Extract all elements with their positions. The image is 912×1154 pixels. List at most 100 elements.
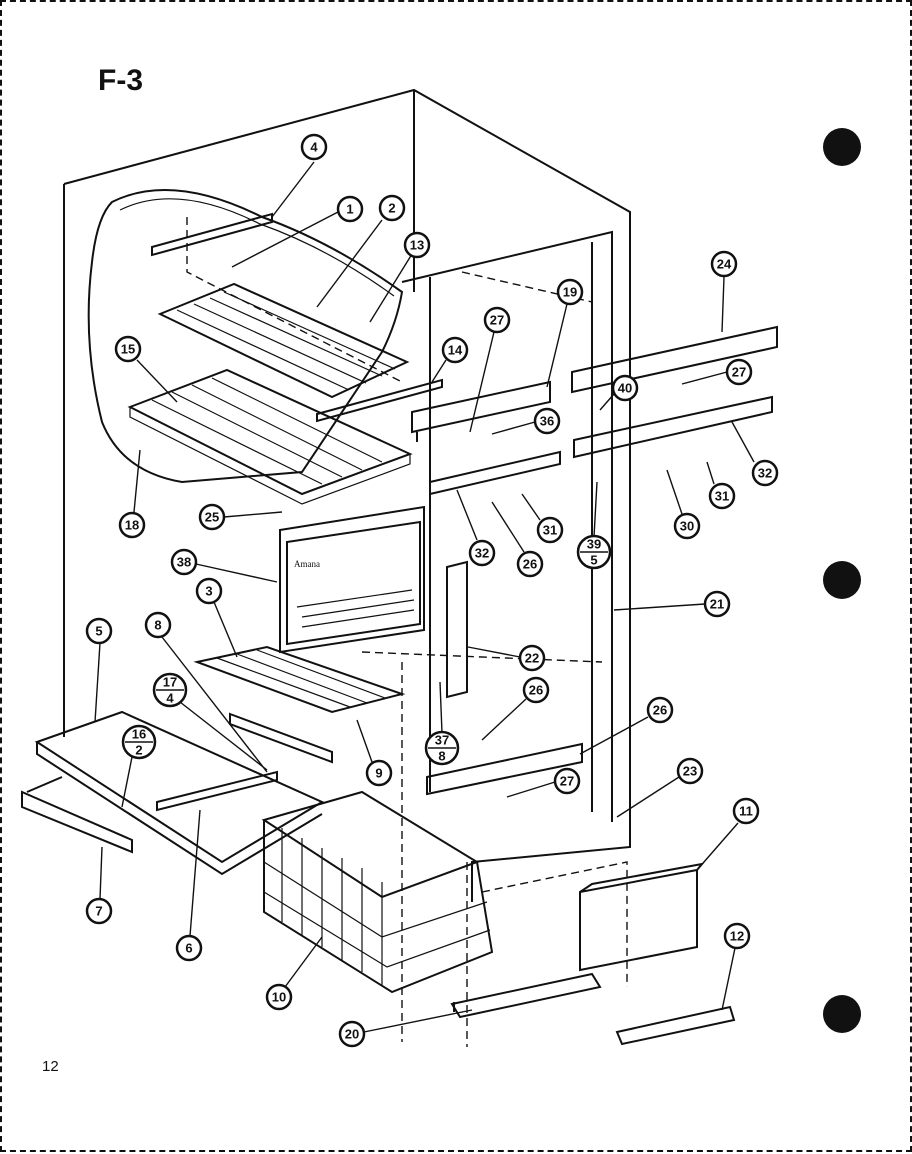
- svg-text:26: 26: [529, 683, 543, 698]
- upper-wire-shelf: [157, 282, 410, 399]
- callout-12: 12: [721, 922, 751, 1011]
- svg-text:24: 24: [717, 257, 732, 272]
- middle-shelf: [193, 645, 406, 764]
- callout-32-left: 32: [456, 489, 496, 567]
- callout-15: 15: [114, 335, 178, 403]
- callout-27-upper-right: 27: [681, 358, 753, 386]
- svg-text:37: 37: [435, 733, 449, 748]
- svg-text:6: 6: [185, 941, 192, 956]
- svg-text:21: 21: [710, 597, 724, 612]
- freezer-shelf: [127, 368, 413, 505]
- door-shelf-32-left: [429, 450, 561, 496]
- callout-27-lower: 27: [506, 767, 581, 798]
- svg-text:26: 26: [653, 703, 667, 718]
- callout-3: 3: [195, 577, 238, 658]
- bottom-pan: [34, 710, 325, 876]
- fraction-callout-16-2: 16 2: [121, 724, 157, 808]
- shelf-rail-left: [151, 212, 273, 257]
- callout-4: 4: [271, 133, 328, 218]
- svg-text:8: 8: [154, 618, 161, 633]
- callout-26-middle: 26: [481, 676, 550, 741]
- svg-text:5: 5: [95, 624, 102, 639]
- registration-dot-bottom: [823, 995, 861, 1033]
- svg-text:4: 4: [310, 140, 318, 155]
- svg-text:19: 19: [563, 285, 577, 300]
- svg-text:30: 30: [680, 519, 694, 534]
- fraction-callout-39-5: 39 5: [576, 481, 612, 570]
- callout-23: 23: [616, 757, 704, 818]
- callout-31-left: 31: [521, 493, 564, 544]
- rail-6: [156, 770, 278, 812]
- svg-text:15: 15: [121, 342, 135, 357]
- callout-1: 1: [231, 195, 364, 268]
- callout-8: 8: [144, 611, 268, 773]
- callout-38: 38: [170, 548, 278, 583]
- callout-7: 7: [85, 846, 113, 925]
- svg-text:27: 27: [490, 313, 504, 328]
- svg-text:16: 16: [132, 727, 146, 742]
- chute-22: [446, 560, 468, 699]
- callout-26-upper: 26: [491, 501, 544, 578]
- callout-27-upper-left: 27: [469, 306, 511, 433]
- callout-2: 2: [316, 194, 406, 308]
- registration-dot-top: [823, 128, 861, 166]
- svg-text:14: 14: [448, 343, 463, 358]
- callout-25: 25: [198, 503, 283, 531]
- callout-36: 36: [491, 407, 561, 435]
- kick-plate: [21, 776, 133, 854]
- svg-text:25: 25: [205, 510, 219, 525]
- svg-text:22: 22: [525, 651, 539, 666]
- door-gasket: [87, 189, 404, 484]
- svg-text:3: 3: [205, 584, 212, 599]
- callout-20: 20: [338, 1009, 473, 1048]
- fraction-callout-37-8: 37 8: [424, 681, 460, 766]
- callout-24: 24: [710, 250, 738, 333]
- svg-text:36: 36: [540, 414, 554, 429]
- door-shelf-26: [426, 742, 583, 796]
- door-shelf-19: [411, 380, 551, 442]
- svg-text:11: 11: [739, 804, 753, 819]
- registration-dot-middle: [823, 561, 861, 599]
- panel-brand-text: Amana: [294, 559, 320, 569]
- svg-text:32: 32: [758, 466, 772, 481]
- svg-text:18: 18: [125, 518, 139, 533]
- svg-text:12: 12: [730, 929, 744, 944]
- callout-6: 6: [175, 809, 203, 962]
- callout-19: 19: [546, 278, 584, 388]
- shelf-rail-14: [316, 378, 443, 423]
- callout-31-right: 31: [706, 461, 736, 510]
- callout-18: 18: [118, 449, 146, 539]
- svg-text:1: 1: [346, 202, 353, 217]
- callout-32-right: 32: [731, 421, 779, 487]
- svg-text:9: 9: [375, 766, 382, 781]
- callout-26-lower: 26: [579, 696, 674, 755]
- svg-text:38: 38: [177, 555, 191, 570]
- door-shelf-32-right: [573, 395, 773, 459]
- figure-title: F-3: [98, 64, 143, 97]
- callout-11: 11: [696, 797, 760, 871]
- svg-text:32: 32: [475, 546, 489, 561]
- svg-text:26: 26: [523, 557, 537, 572]
- svg-text:40: 40: [618, 381, 632, 396]
- svg-text:27: 27: [560, 774, 574, 789]
- svg-text:39: 39: [587, 537, 601, 552]
- callout-10: 10: [265, 936, 323, 1011]
- wire-basket: [261, 790, 494, 994]
- callout-22: 22: [467, 644, 546, 672]
- svg-text:20: 20: [345, 1027, 359, 1042]
- svg-text:23: 23: [683, 764, 697, 779]
- callout-30: 30: [666, 469, 701, 540]
- bar-12: [615, 1005, 736, 1046]
- trough-20: [450, 972, 602, 1019]
- callout-21: 21: [613, 590, 731, 618]
- svg-text:13: 13: [410, 238, 424, 253]
- svg-text:2: 2: [388, 201, 395, 216]
- svg-text:4: 4: [166, 691, 174, 706]
- drawer-cover: [579, 862, 705, 972]
- svg-text:27: 27: [732, 365, 746, 380]
- callout-14: 14: [431, 336, 469, 383]
- svg-text:8: 8: [438, 749, 445, 764]
- svg-text:31: 31: [543, 523, 557, 538]
